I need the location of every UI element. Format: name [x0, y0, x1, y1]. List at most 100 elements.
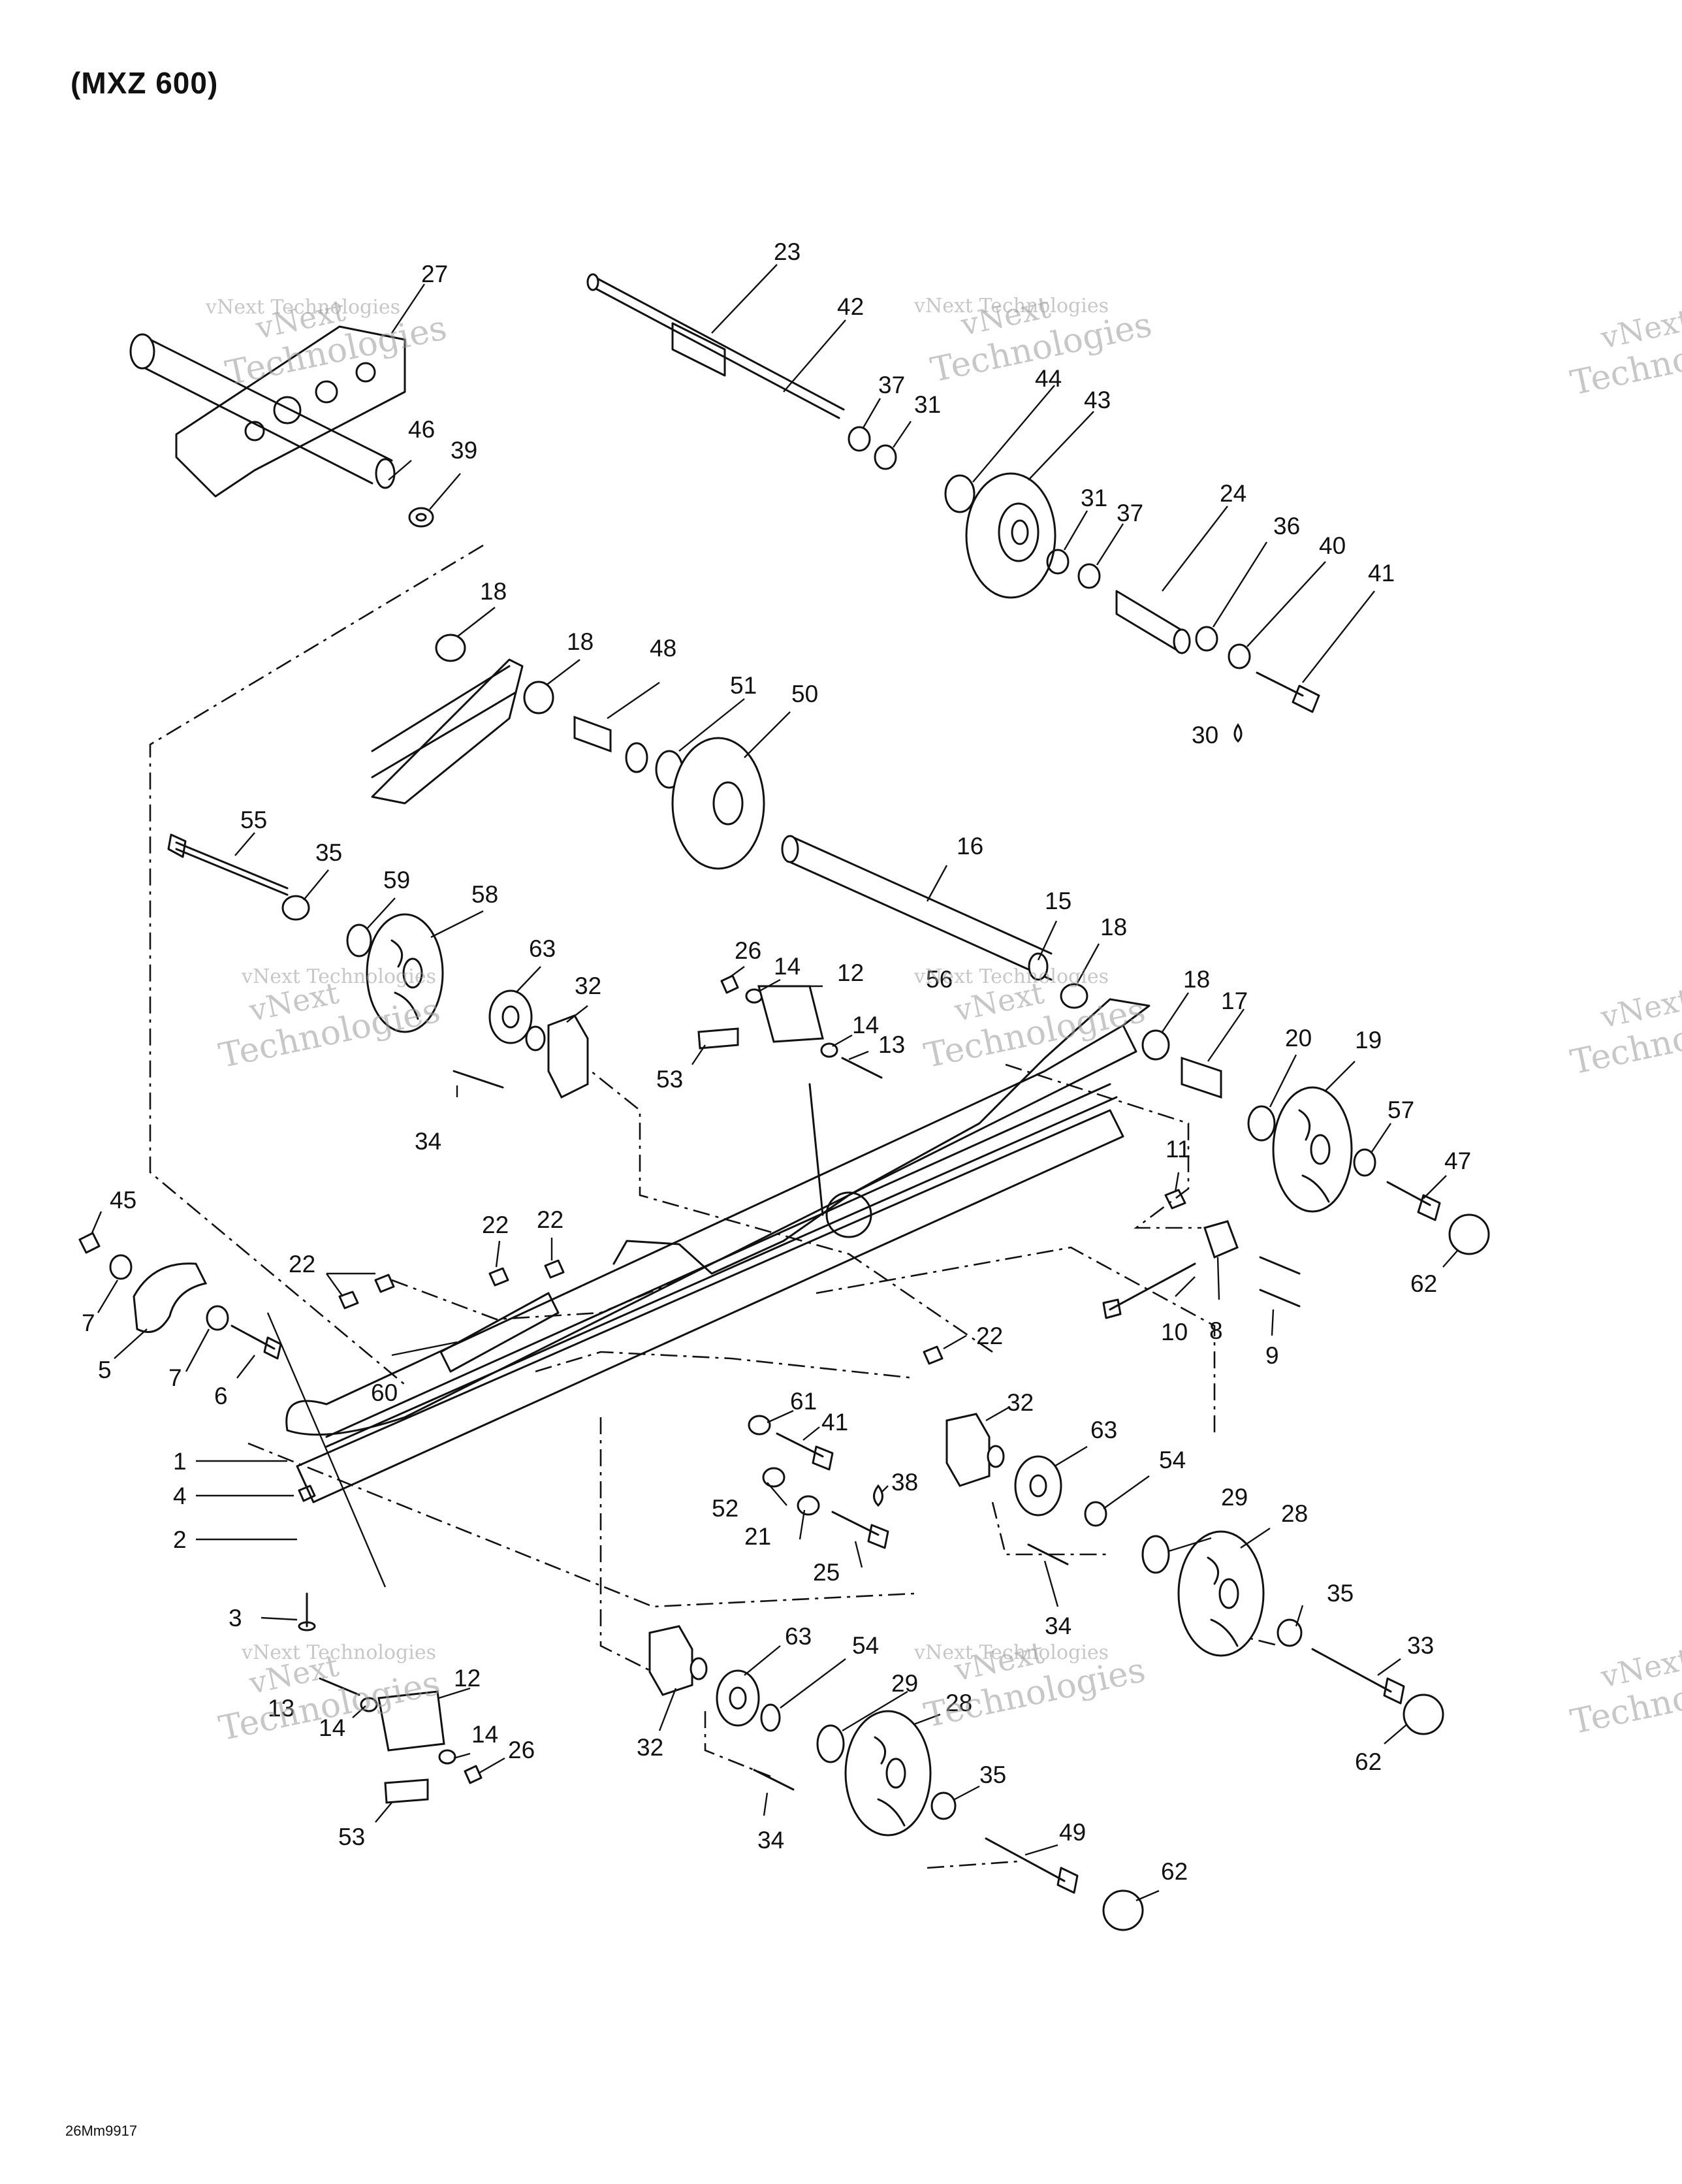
- watermark-small: vNext Technologies: [241, 1641, 436, 1664]
- screw-9a: [1259, 1256, 1301, 1275]
- spacer-17: [1181, 1056, 1222, 1099]
- callout-42: 42: [837, 293, 864, 320]
- bearing-29b: [816, 1724, 845, 1763]
- callout-14: 14: [774, 953, 801, 980]
- callout-62-c: 62: [1161, 1858, 1188, 1885]
- rail-front-plate: [439, 1292, 560, 1373]
- washer-40: [1228, 643, 1251, 669]
- callout-43: 43: [1084, 387, 1111, 413]
- callout-9: 9: [1265, 1342, 1279, 1369]
- callout-36: 36: [1273, 513, 1300, 539]
- washer-54a: [1084, 1501, 1107, 1527]
- callout-57: 57: [1388, 1097, 1414, 1123]
- washer-63c: [716, 1669, 760, 1727]
- washer-52: [762, 1467, 785, 1488]
- watermarks: vNext Technologies vNext Technologies vN…: [205, 289, 1682, 1749]
- callout-19: 19: [1355, 1027, 1382, 1053]
- callout-7-b: 7: [168, 1364, 182, 1391]
- callout-41-b: 41: [821, 1409, 848, 1436]
- callout-41: 41: [1368, 560, 1395, 586]
- callout-7: 7: [82, 1309, 95, 1336]
- callout-51: 51: [730, 672, 757, 699]
- page-title: (MXZ 600): [71, 66, 219, 100]
- nut-22e: [923, 1345, 944, 1365]
- washer-54b: [760, 1703, 781, 1732]
- washer-18a: [435, 634, 466, 662]
- callout-17: 17: [1221, 988, 1248, 1014]
- washer-18b: [523, 681, 554, 715]
- washer-37a: [848, 426, 871, 452]
- callout-16: 16: [957, 833, 983, 859]
- callout-15: 15: [1045, 888, 1071, 914]
- callout-30: 30: [1192, 722, 1218, 748]
- screw-13b: [319, 1677, 360, 1696]
- clip-12a: [757, 985, 824, 1043]
- callout-32-b: 32: [1007, 1389, 1034, 1416]
- callout-22: 22: [482, 1212, 509, 1238]
- washer-39: [408, 507, 434, 528]
- washer-7b: [206, 1305, 229, 1331]
- callout-37: 37: [878, 372, 905, 398]
- callout-50: 50: [791, 681, 818, 707]
- callout-26-b: 26: [508, 1737, 535, 1763]
- washer-18d: [1141, 1029, 1170, 1061]
- screw-34b: [1027, 1543, 1069, 1566]
- washer-36: [1195, 626, 1218, 652]
- callout-62: 62: [1410, 1270, 1437, 1297]
- sleeve-24: [1115, 590, 1191, 654]
- stopper-5: [133, 1262, 208, 1333]
- bolt-10: [1102, 1262, 1196, 1319]
- callout-labels: 27 46 39 23 42 37 31 44 43 31 37 24 36 4…: [82, 238, 1471, 1885]
- callout-29-b: 29: [891, 1670, 918, 1697]
- callout-63: 63: [529, 935, 556, 962]
- callout-18: 18: [480, 578, 507, 605]
- screw-9b: [1259, 1289, 1301, 1308]
- nut-26a: [720, 974, 739, 994]
- block-8: [1203, 1220, 1239, 1259]
- callout-22-b: 22: [537, 1206, 563, 1233]
- wheel-19: [1272, 1086, 1353, 1213]
- adjuster-32c: [648, 1625, 708, 1696]
- callout-6: 6: [214, 1383, 228, 1409]
- callout-31-b: 31: [1081, 485, 1107, 511]
- callout-32: 32: [575, 972, 601, 999]
- callout-58: 58: [471, 881, 498, 908]
- callout-4: 4: [173, 1483, 187, 1509]
- callout-32-c: 32: [637, 1734, 663, 1761]
- watermark-small: vNext Technologies: [913, 1641, 1109, 1664]
- callout-14-b: 14: [852, 1012, 879, 1038]
- callout-28-b: 28: [945, 1690, 972, 1716]
- nut-26b: [464, 1765, 483, 1784]
- callout-10: 10: [1161, 1319, 1188, 1345]
- nut-22c: [488, 1267, 509, 1287]
- spacer-31b: [1046, 549, 1070, 575]
- cap-62b: [1403, 1694, 1444, 1735]
- watermark-small: vNext Technologies: [913, 965, 1109, 988]
- callout-44: 44: [1035, 365, 1062, 392]
- bearing-44: [944, 474, 976, 513]
- callout-53: 53: [656, 1066, 683, 1093]
- callout-22-d: 22: [976, 1323, 1003, 1349]
- washer-61: [748, 1415, 771, 1436]
- washer-14c: [360, 1697, 378, 1712]
- callout-25: 25: [813, 1559, 840, 1586]
- washer-21: [797, 1495, 820, 1516]
- bearing-20: [1247, 1105, 1276, 1142]
- callout-23: 23: [774, 238, 801, 265]
- screw-34a: [452, 1070, 504, 1089]
- bearing-29a: [1141, 1535, 1170, 1574]
- callout-2: 2: [173, 1526, 187, 1553]
- watermark-small: vNext Technologies: [913, 295, 1109, 317]
- callout-34-b: 34: [1045, 1613, 1071, 1639]
- callout-22-c: 22: [289, 1251, 315, 1277]
- callout-38: 38: [891, 1469, 918, 1496]
- callout-60: 60: [371, 1379, 398, 1406]
- callout-48: 48: [650, 635, 676, 662]
- bolt-47: [1386, 1181, 1441, 1221]
- washer-7a: [109, 1254, 133, 1280]
- washer-35a: [281, 895, 310, 921]
- leader-lines: [90, 264, 1458, 1902]
- insert-53b: [384, 1778, 429, 1804]
- upper-mount-bracket: [129, 325, 406, 498]
- drawing-code: 26Mm9917: [65, 2123, 138, 2139]
